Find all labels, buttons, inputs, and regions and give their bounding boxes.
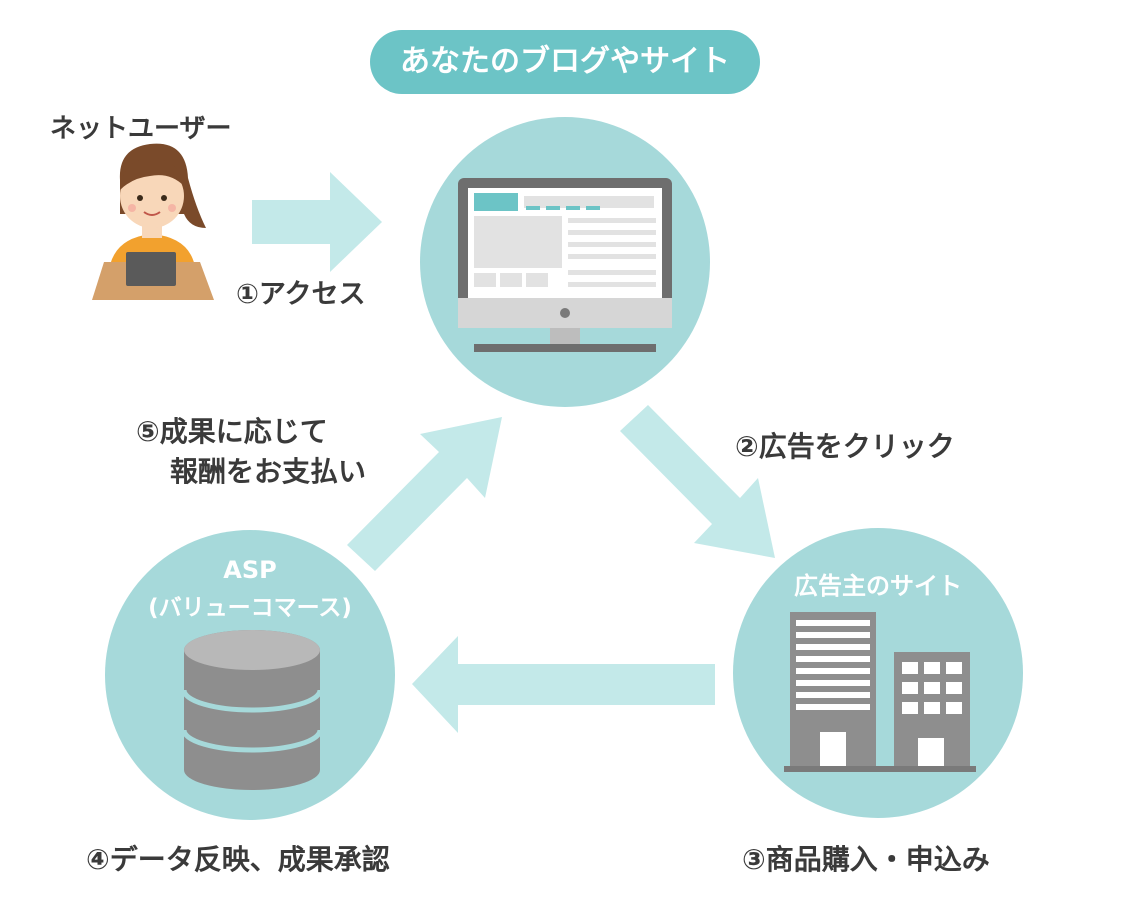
database-icon <box>181 630 323 790</box>
arrow-reward <box>347 417 502 571</box>
step-4-label: ④データ反映、成果承認 <box>86 843 390 876</box>
buildings-icon <box>784 612 976 772</box>
step-5-label-line1: ⑤成果に応じて <box>136 415 328 448</box>
advertiser-site-label: 広告主のサイト <box>794 572 962 600</box>
step-2-label: ②広告をクリック <box>735 430 955 463</box>
user-icon <box>92 143 214 300</box>
arrow-data <box>412 636 715 733</box>
monitor-icon <box>458 178 672 352</box>
internet-user-label: ネットユーザー <box>50 114 232 144</box>
asp-label-line2: (バリューコマース) <box>148 595 352 621</box>
arrow-click <box>620 405 775 558</box>
step-5-label-line2: 報酬をお支払い <box>170 455 367 488</box>
arrow-access <box>252 172 382 272</box>
blog-site-label: あなたのブログやサイト <box>370 30 760 94</box>
step-3-label: ③商品購入・申込み <box>742 843 990 876</box>
asp-label-line1: ASP <box>223 556 277 584</box>
step-1-label: ①アクセス <box>236 279 366 310</box>
